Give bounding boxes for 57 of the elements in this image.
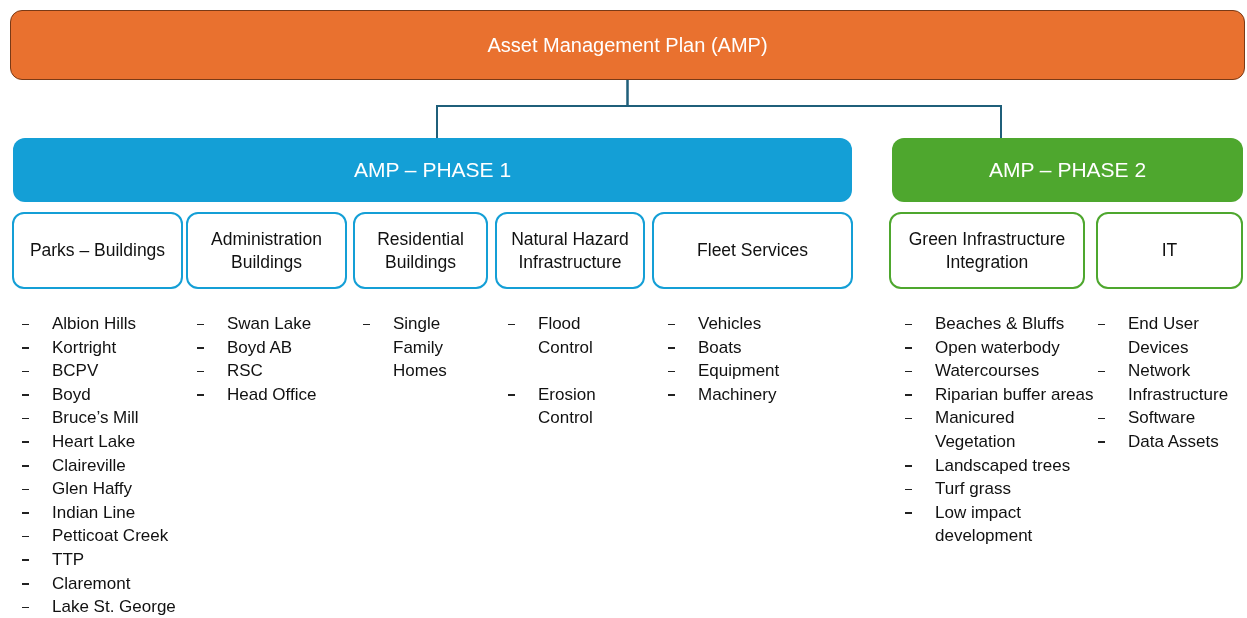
- list-item: End User Devices: [1128, 313, 1200, 359]
- box-label: Parks – Buildings: [29, 239, 166, 262]
- box-label: Residential Buildings: [376, 227, 465, 274]
- list-item: Albion Hills: [52, 313, 138, 335]
- phase-banner: [13, 138, 852, 202]
- list-item: Petticoat Creek: [52, 525, 170, 548]
- list-item: Single Family Homes: [393, 313, 448, 383]
- list-item: Lake St. George: [52, 596, 177, 618]
- list-item: TTP: [52, 548, 86, 571]
- box-label: Green Infrastructure Integration: [907, 227, 1067, 274]
- list-item: Watercourses: [935, 360, 1041, 383]
- list-item: Boats: [698, 336, 743, 359]
- list-item: Boyd AB: [227, 336, 294, 359]
- box-label: Natural Hazard Infrastructure: [510, 227, 630, 274]
- list-item: Open waterbody: [935, 336, 1061, 359]
- list-item: Indian Line: [52, 501, 137, 524]
- list-item: Machinery: [698, 383, 778, 406]
- box-label: AMP – PHASE 2: [988, 157, 1147, 184]
- box-label: IT: [1161, 239, 1178, 262]
- list-item: Network Infrastructure: [1128, 360, 1230, 406]
- list-item: Data Assets: [1128, 430, 1220, 453]
- list-item: Claireville: [52, 454, 127, 477]
- list-item: Head Office: [227, 383, 318, 406]
- title-banner: [10, 10, 1245, 80]
- list-item: Kortright: [52, 336, 118, 359]
- list-item: Swan Lake: [227, 313, 313, 335]
- category-box: [889, 212, 1085, 289]
- list-item: Vehicles: [698, 313, 763, 335]
- box-label: Administration Buildings: [210, 227, 323, 274]
- connector-line: [626, 79, 1002, 139]
- box-label: AMP – PHASE 1: [353, 157, 512, 184]
- list-item: Boyd: [52, 383, 92, 406]
- list-item: Bruce’s Mill: [52, 407, 140, 430]
- category-box: [353, 212, 488, 289]
- phase-banner: [892, 138, 1243, 202]
- list-item: Software: [1128, 407, 1197, 430]
- list-item: Low impact development: [935, 501, 1034, 548]
- list-item: Erosion Control: [538, 383, 597, 430]
- list-item: Manicured Vegetation: [935, 407, 1017, 453]
- list-item: Landscaped trees: [935, 454, 1072, 477]
- list-item: Equipment: [698, 360, 781, 383]
- list-item: Riparian buffer areas: [935, 383, 1095, 406]
- category-box: [1096, 212, 1243, 289]
- list-item: Claremont: [52, 572, 132, 595]
- list-item: BCPV: [52, 360, 100, 383]
- category-box: [652, 212, 853, 289]
- category-box: [12, 212, 183, 289]
- list-item: RSC: [227, 360, 264, 383]
- box-label: Asset Management Plan (AMP): [487, 33, 768, 58]
- category-box: [186, 212, 347, 289]
- category-box: [495, 212, 645, 289]
- list-item: Beaches & Bluffs: [935, 313, 1066, 335]
- box-label: Fleet Services: [697, 239, 808, 262]
- list-item: Flood Control: [538, 313, 594, 359]
- list-item: Heart Lake: [52, 430, 137, 453]
- list-item: Glen Haffy: [52, 478, 133, 501]
- list-item: Turf grass: [935, 478, 1012, 501]
